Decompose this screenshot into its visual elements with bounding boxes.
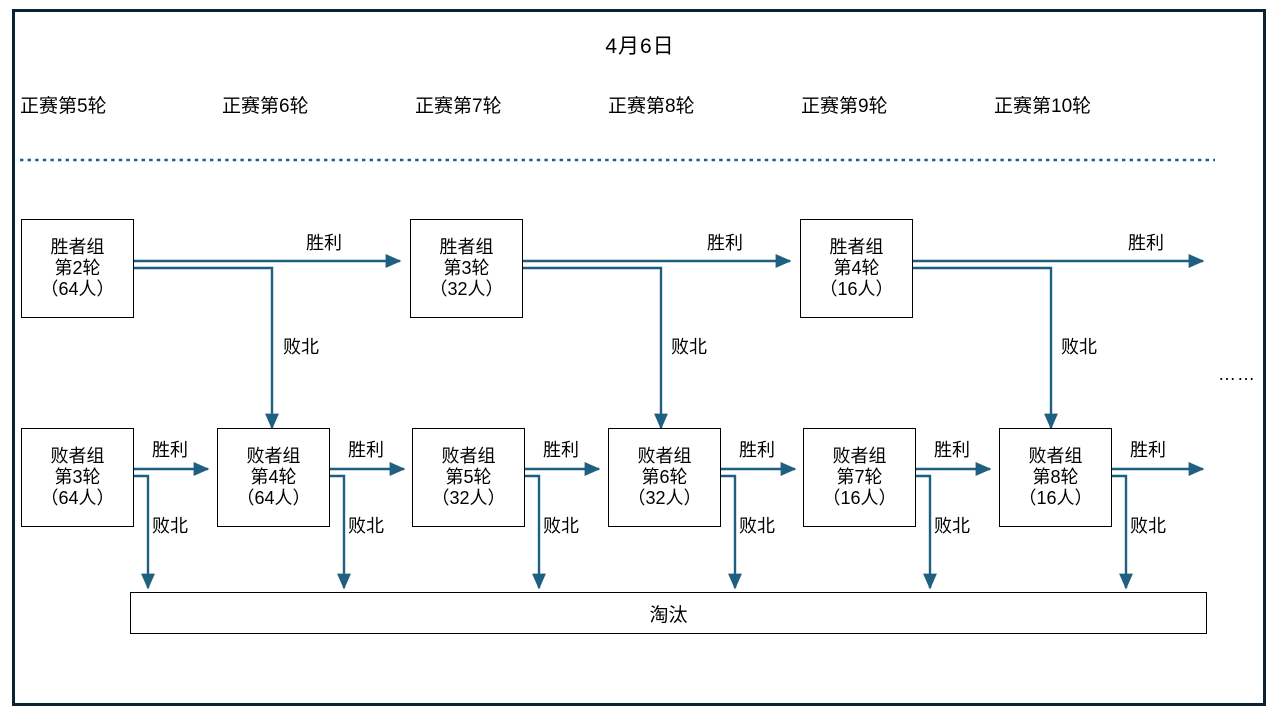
losers-round-8-count: （16人） — [1018, 487, 1093, 508]
round-label-5: 正赛第5轮 — [20, 96, 107, 117]
winners-win-label-3: 胜利 — [1128, 233, 1164, 253]
losers-lose-label-2: 败北 — [348, 516, 384, 536]
losers-lose-label-6: 败北 — [1130, 516, 1166, 536]
losers-round-7-group: 败者组 — [832, 446, 887, 467]
losers-round-6-box[interactable]: 败者组 第6轮 （32人） — [608, 428, 721, 527]
winners-round-3-group: 胜者组 — [439, 237, 494, 258]
losers-lose-label-3: 败北 — [543, 516, 579, 536]
losers-round-5-round: 第5轮 — [445, 467, 492, 488]
losers-round-4-round: 第4轮 — [250, 467, 297, 488]
losers-round-8-round: 第8轮 — [1032, 467, 1079, 488]
losers-round-5-box[interactable]: 败者组 第5轮 （32人） — [412, 428, 525, 527]
winners-lose-label-3: 败北 — [1061, 337, 1097, 357]
losers-lose-label-1: 败北 — [152, 516, 188, 536]
winners-round-2-count: （64人） — [40, 278, 115, 299]
losers-round-3-count: （64人） — [40, 487, 115, 508]
losers-round-7-box[interactable]: 败者组 第7轮 （16人） — [803, 428, 916, 527]
losers-win-label-1: 胜利 — [152, 440, 188, 460]
losers-round-5-count: （32人） — [431, 487, 506, 508]
losers-round-6-group: 败者组 — [637, 446, 692, 467]
losers-round-5-group: 败者组 — [441, 446, 496, 467]
losers-round-3-group: 败者组 — [50, 446, 105, 467]
losers-lose-label-4: 败北 — [739, 516, 775, 536]
losers-round-3-box[interactable]: 败者组 第3轮 （64人） — [21, 428, 134, 527]
losers-round-7-round: 第7轮 — [836, 467, 883, 488]
elimination-box[interactable]: 淘汰 — [130, 592, 1207, 634]
losers-round-4-count: （64人） — [236, 487, 311, 508]
losers-win-label-2: 胜利 — [348, 440, 384, 460]
losers-round-4-box[interactable]: 败者组 第4轮 （64人） — [217, 428, 330, 527]
round-label-6: 正赛第6轮 — [222, 96, 309, 117]
winners-round-4-round: 第4轮 — [833, 258, 880, 279]
round-label-9: 正赛第9轮 — [801, 96, 888, 117]
elimination-label: 淘汰 — [649, 604, 688, 626]
losers-round-6-round: 第6轮 — [641, 467, 688, 488]
winners-round-2-group: 胜者组 — [50, 237, 105, 258]
winners-round-2-box[interactable]: 胜者组 第2轮 （64人） — [21, 219, 134, 318]
winners-round-4-box[interactable]: 胜者组 第4轮 （16人） — [800, 219, 913, 318]
winners-round-4-group: 胜者组 — [829, 237, 884, 258]
winners-lose-label-1: 败北 — [283, 337, 319, 357]
losers-win-label-6: 胜利 — [1130, 440, 1166, 460]
losers-round-7-count: （16人） — [822, 487, 897, 508]
losers-round-8-group: 败者组 — [1028, 446, 1083, 467]
round-label-8: 正赛第8轮 — [608, 96, 695, 117]
winners-round-3-round: 第3轮 — [443, 258, 490, 279]
losers-win-label-3: 胜利 — [543, 440, 579, 460]
diagram-frame — [12, 9, 1266, 706]
losers-round-3-round: 第3轮 — [54, 467, 101, 488]
winners-win-label-2: 胜利 — [707, 233, 743, 253]
winners-round-2-round: 第2轮 — [54, 258, 101, 279]
round-label-7: 正赛第7轮 — [415, 96, 502, 117]
losers-round-8-box[interactable]: 败者组 第8轮 （16人） — [999, 428, 1112, 527]
losers-win-label-5: 胜利 — [934, 440, 970, 460]
winners-round-3-box[interactable]: 胜者组 第3轮 （32人） — [410, 219, 523, 318]
losers-lose-label-5: 败北 — [934, 516, 970, 536]
winners-win-label-1: 胜利 — [306, 233, 342, 253]
losers-round-6-count: （32人） — [627, 487, 702, 508]
winners-round-4-count: （16人） — [819, 278, 894, 299]
continuation-ellipsis: …… — [1218, 364, 1256, 384]
round-label-10: 正赛第10轮 — [994, 96, 1092, 117]
losers-win-label-4: 胜利 — [739, 440, 775, 460]
page-title: 4月6日 — [605, 35, 675, 58]
losers-round-4-group: 败者组 — [246, 446, 301, 467]
winners-round-3-count: （32人） — [429, 278, 504, 299]
winners-lose-label-2: 败北 — [671, 337, 707, 357]
